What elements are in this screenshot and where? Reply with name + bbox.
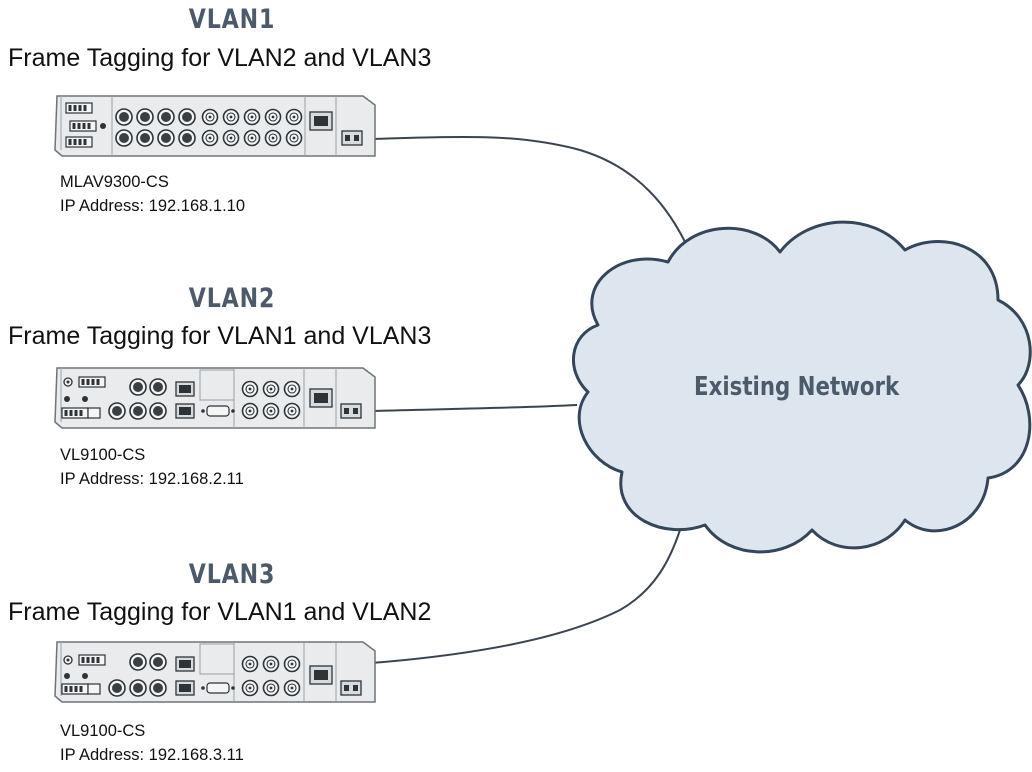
vlan3-ip-address: IP Address: 192.168.3.11 [60, 746, 244, 764]
vlan2-device-model: VL9100-CS [60, 446, 146, 464]
device-vlan3 [54, 641, 376, 703]
vlan2-ip-address: IP Address: 192.168.2.11 [60, 470, 244, 488]
cable-vlan1 [371, 135, 689, 249]
cable-vlan2 [371, 404, 578, 412]
vlan2-subtitle: Frame Tagging for VLAN1 and VLAN3 [8, 322, 432, 350]
vlan2-title: VLAN2 [188, 283, 276, 314]
existing-network-cloud [572, 220, 1032, 554]
cable-vlan3 [371, 529, 681, 664]
vlan1-ip-address: IP Address: 192.168.1.10 [60, 197, 246, 215]
existing-network-label: Existing Network [694, 372, 900, 402]
device-vlan2 [54, 367, 376, 429]
vlan3-subtitle: Frame Tagging for VLAN1 and VLAN2 [8, 598, 432, 626]
vlan1-subtitle: Frame Tagging for VLAN2 and VLAN3 [8, 44, 432, 72]
vlan3-device-model: VL9100-CS [60, 722, 146, 740]
vlan1-title: VLAN1 [188, 4, 276, 35]
device-vlan1 [54, 95, 376, 157]
vlan3-title: VLAN3 [188, 559, 276, 590]
vlan1-device-model: MLAV9300-CS [60, 173, 169, 191]
